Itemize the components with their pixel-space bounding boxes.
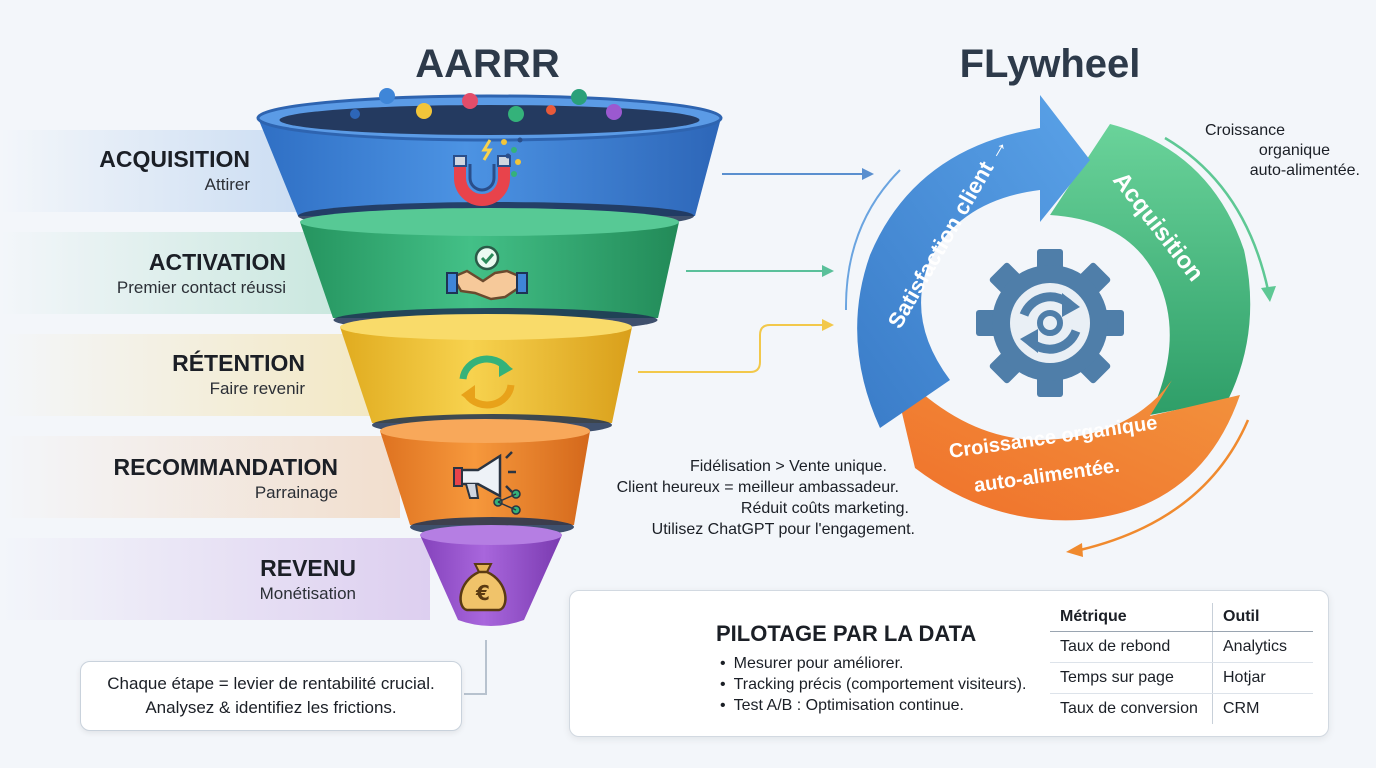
table-cell-tool: Analytics xyxy=(1212,631,1313,663)
data-card: PILOTAGE PAR LA DATA Mesurer pour amélio… xyxy=(569,590,1329,737)
funnel-particles xyxy=(350,88,622,122)
band-recommendation xyxy=(0,436,400,518)
funnel-stage-acquisition xyxy=(256,94,723,230)
flywheel-note: Réduit coûts marketing. xyxy=(740,500,909,517)
table-cell-metric: Temps sur page xyxy=(1050,662,1213,694)
table-header-row: Métrique Outil xyxy=(1050,603,1313,632)
table-cell-metric: Taux de rebond xyxy=(1050,631,1213,663)
handshake-check-icon xyxy=(446,245,528,301)
funnel-title: AARRR xyxy=(415,42,560,86)
funnel-stage-retention xyxy=(340,314,632,436)
flywheel-outer-arrows xyxy=(844,136,1276,557)
table-cell-tool: Hotjar xyxy=(1212,662,1313,694)
flywheel-title: FLywheel xyxy=(959,42,1141,86)
table-row: Taux de conversion CRM xyxy=(1050,693,1313,724)
funnel-note-line: Chaque étape = levier de rentabilité cru… xyxy=(107,674,435,693)
band-acquisition xyxy=(0,130,300,212)
table-row: Temps sur page Hotjar xyxy=(1050,662,1313,694)
data-bullets: Mesurer pour améliorer. Tracking précis … xyxy=(720,653,1027,716)
stage-title: RÉTENTION xyxy=(172,350,305,376)
flywheel-note: Fidélisation > Vente unique. xyxy=(689,458,887,475)
flywheel-note: Client heureux = meilleur ambassadeur. xyxy=(616,479,899,496)
stage-label-activation: ACTIVATION Premier contact réussi xyxy=(40,249,286,298)
stage-label-acquisition: ACQUISITION Attirer xyxy=(40,146,250,195)
stage-title: ACQUISITION xyxy=(99,146,250,172)
flywheel-note: Utilisez ChatGPT pour l'engagement. xyxy=(651,521,915,538)
band-retention xyxy=(0,334,370,416)
table-header-metric: Métrique xyxy=(1050,603,1213,632)
megaphone-share-icon xyxy=(453,451,521,515)
data-title: PILOTAGE PAR LA DATA xyxy=(716,621,977,646)
corner-note-line: organique xyxy=(1258,142,1330,159)
stage-subtitle: Attirer xyxy=(204,175,250,194)
magnet-icon xyxy=(453,137,523,206)
corner-note-line: Croissance xyxy=(1204,122,1285,139)
funnel-note-line: Analysez & identifiez les frictions. xyxy=(145,698,397,717)
table-row: Taux de rebond Analytics xyxy=(1050,631,1313,663)
stage-title: RECOMMANDATION xyxy=(113,454,338,480)
corner-note-line: auto-alimentée. xyxy=(1249,162,1360,179)
stage-title: ACTIVATION xyxy=(148,249,286,275)
stage-subtitle: Parrainage xyxy=(254,483,338,502)
svg-text:€: € xyxy=(475,581,490,605)
flywheel-ring xyxy=(857,95,1251,521)
data-bullet: Mesurer pour améliorer. xyxy=(720,653,1026,674)
stage-subtitle: Faire revenir xyxy=(209,379,305,398)
data-bullet: Test A/B : Optimisation continue. xyxy=(720,695,1026,716)
flywheel-notes: Fidélisation > Vente unique. Client heur… xyxy=(590,456,915,540)
flywheel-corner-note: Croissance organique auto-alimentée. xyxy=(1150,121,1360,181)
band-activation xyxy=(0,232,340,314)
stage-subtitle: Premier contact réussi xyxy=(116,278,286,297)
stage-label-revenue: REVENU Monétisation xyxy=(40,555,356,604)
money-bag-euro-icon: € xyxy=(459,563,507,612)
stage-label-recommendation: RECOMMANDATION Parrainage xyxy=(40,454,338,503)
stage-label-retention: RÉTENTION Faire revenir xyxy=(40,350,305,399)
table-cell-tool: CRM xyxy=(1223,700,1260,717)
data-bullet: Tracking précis (comportement visiteurs)… xyxy=(720,674,1027,695)
funnel-note-box: Chaque étape = levier de rentabilité cru… xyxy=(80,661,462,731)
stage-subtitle: Monétisation xyxy=(259,584,356,603)
funnel-stage-activation xyxy=(300,208,679,332)
band-revenue xyxy=(0,538,430,620)
metrics-table: Métrique Outil Taux de rebond Analytics … xyxy=(1050,603,1313,724)
refresh-cycle-icon xyxy=(459,355,515,409)
table-cell-metric: Taux de conversion xyxy=(1050,693,1213,724)
stage-title: REVENU xyxy=(260,555,356,581)
table-header-tool: Outil xyxy=(1212,603,1313,632)
funnel-to-flywheel-arrows xyxy=(638,168,874,373)
gear-cycle-icon xyxy=(976,249,1124,397)
